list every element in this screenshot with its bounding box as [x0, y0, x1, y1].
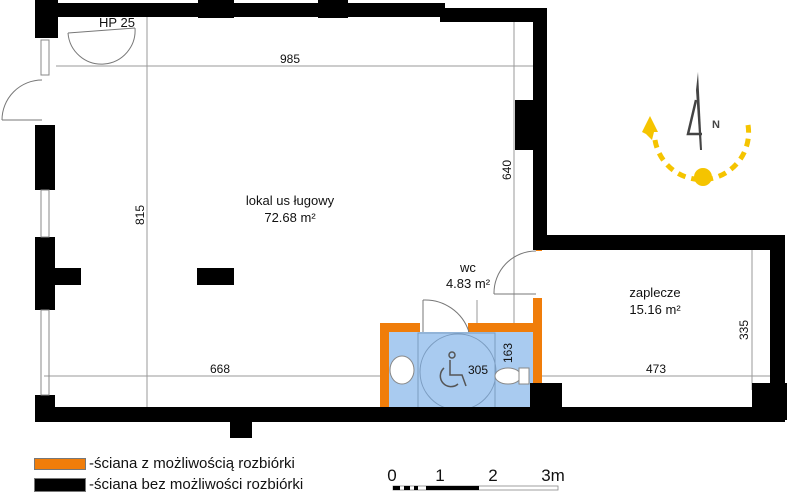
wheelchair-icon [439, 351, 467, 388]
legend-label: -ściana z możliwością rozbiórki [89, 455, 295, 472]
hydrant-label: HP 25 [99, 15, 135, 30]
dim-right-wall: 640 [500, 160, 514, 180]
dim-back-height: 335 [737, 320, 751, 340]
hydrant-door [67, 27, 136, 65]
legend-label: -ściana bez możliwości rozbiórki [89, 476, 304, 493]
scale-tick-1: 1 [435, 466, 444, 485]
black-wall-swatch-icon [34, 477, 86, 492]
dim-bottom-left: 668 [210, 362, 230, 376]
legend-item-removable: -ściana z możliwością rozbiórki [34, 455, 295, 472]
dim-back-width: 473 [646, 362, 666, 376]
room-name-main: lokal us ługowy [246, 193, 335, 208]
room-area-wc: 4.83 m² [446, 276, 491, 291]
dim-main-width: 985 [280, 52, 300, 66]
windows [40, 39, 50, 396]
room-name-wc: wc [459, 260, 476, 275]
legend-item-structural: -ściana bez możliwości rozbiórki [34, 476, 303, 493]
dim-wc-depth: 163 [501, 343, 515, 363]
doors [1, 27, 537, 333]
scale-tick-3: 3m [541, 466, 565, 485]
sink-icon [389, 355, 415, 385]
orange-wall-swatch-icon [34, 457, 86, 470]
dim-main-height: 815 [133, 205, 147, 225]
wc-door [422, 299, 470, 333]
back-door [493, 250, 537, 295]
structural-walls [35, 0, 787, 438]
scale-tick-0: 0 [387, 466, 396, 485]
sun-icon [694, 168, 712, 186]
wc-fixtures [389, 355, 530, 385]
toilet-icon [494, 367, 522, 385]
scale-tick-2: 2 [488, 466, 497, 485]
room-area-main: 72.68 m² [264, 210, 316, 225]
north-needle-icon [696, 72, 702, 150]
north-label: N [712, 119, 720, 131]
room-area-back: 15.16 m² [629, 302, 681, 317]
scale-bar: 0 1 2 3m [387, 466, 565, 491]
room-name-back: zaplecze [629, 285, 680, 300]
sun-arrow-icon [642, 116, 658, 140]
entrance-door [1, 79, 43, 121]
dim-wc-width: 305 [468, 363, 488, 377]
compass: N [642, 72, 752, 186]
